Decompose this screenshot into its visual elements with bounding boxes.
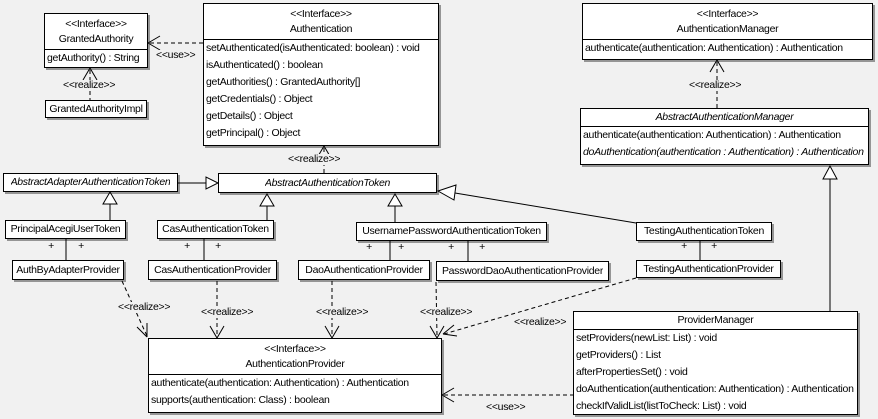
class-authentication: <<Interface>> Authentication setAuthenti… [203, 3, 439, 146]
methods-compartment: authenticate(authentication: Authenticat… [581, 127, 868, 161]
class-name: AbstractAuthenticationToken [264, 176, 391, 189]
generalize-arrow [822, 164, 838, 180]
generalize-arrow [205, 176, 220, 190]
association-plus: + [184, 240, 190, 252]
class-granted-authority-impl: GrantedAuthorityImpl [45, 100, 147, 118]
method: setProviders(newList: List) : void [576, 332, 717, 344]
method: supports(authentication: Class) : boolea… [151, 394, 330, 406]
class-name: Authentication [289, 23, 353, 35]
association-plus: + [448, 241, 454, 253]
association-plus: + [78, 240, 84, 252]
class-name: CasAuthenticationProvider [154, 263, 271, 276]
realize-label: <<realize>> [419, 306, 474, 318]
class-name: ProviderManager [574, 312, 857, 330]
method: isAuthenticated() : boolean [206, 59, 323, 71]
method: setAuthenticated(isAuthenticated: boolea… [206, 42, 420, 54]
class-name: AbstractAdapterAuthenticationToken [10, 176, 171, 188]
stereotype: <<Interface>> [65, 18, 127, 30]
class-name: GrantedAuthorityImpl [49, 102, 143, 115]
class-cas-authentication-provider: CasAuthenticationProvider [148, 260, 277, 280]
class-name: AuthByAdapterProvider [16, 263, 120, 276]
class-abstract-adapter-authentication-token: AbstractAdapterAuthenticationToken [3, 173, 178, 192]
stereotype: <<Interface>> [696, 8, 759, 20]
class-name: UsernamePasswordAuthenticationToken [362, 225, 541, 237]
use-label: <<use>> [485, 401, 527, 413]
class-testing-authentication-provider: TestingAuthenticationProvider [636, 260, 781, 278]
stereotype: <<Interface>> [290, 8, 352, 20]
association-plus: + [681, 240, 687, 252]
class-abstract-authentication-manager: AbstractAuthenticationManager authentica… [580, 108, 869, 165]
methods-compartment: authenticate(authentication: Authenticat… [583, 40, 872, 57]
class-authentication-provider: <<Interface>> AuthenticationProvider aut… [148, 338, 442, 413]
method: doAuthentication(authentication: Authent… [576, 383, 854, 395]
realize-label: <<realize>> [62, 79, 117, 91]
class-principal-acegi-user-token: PrincipalAcegiUserToken [5, 220, 126, 239]
association-plus: + [479, 241, 485, 253]
class-auth-by-adapter-provider: AuthByAdapterProvider [12, 260, 124, 280]
class-name: DaoAuthenticationProvider [305, 263, 423, 276]
class-name: AuthenticationProvider [245, 358, 345, 370]
class-header: <<Interface>> Authentication [204, 4, 438, 40]
method: checkIfValidList(listToCheck: List) : vo… [576, 400, 747, 412]
method-abstract: doAuthentication(authentication : Authen… [583, 146, 864, 158]
class-name: AuthenticationManager [676, 23, 779, 35]
methods-compartment: getAuthority() : String [45, 50, 147, 67]
stereotype: <<Interface>> [264, 343, 326, 355]
class-name: GrantedAuthority [58, 33, 134, 45]
class-password-dao-authentication-provider: PasswordDaoAuthenticationProvider [436, 261, 609, 281]
class-header: <<Interface>> AuthenticationProvider [149, 339, 441, 375]
generalize-arrow [259, 193, 275, 207]
realize-label: <<realize>> [315, 306, 370, 318]
method: afterPropertiesSet() : void [576, 366, 688, 378]
method: getPrincipal() : Object [206, 127, 301, 139]
class-name: CasAuthenticationToken [162, 223, 269, 235]
method: getCredentials() : Object [206, 93, 313, 105]
generalize-arrow [436, 184, 457, 201]
association-plus: + [215, 240, 221, 252]
methods-compartment: authenticate(authentication: Authenticat… [149, 375, 441, 409]
association-plus: + [711, 240, 717, 252]
class-username-password-authentication-token: UsernamePasswordAuthenticationToken [356, 222, 547, 241]
realize-label: <<realize>> [513, 316, 568, 328]
realize-label: <<realize>> [688, 79, 743, 91]
use-label: <<use>> [155, 49, 197, 61]
class-granted-authority: <<Interface>> GrantedAuthority getAuthor… [44, 13, 148, 68]
association-plus: + [366, 241, 372, 253]
class-header: <<Interface>> AuthenticationManager [583, 4, 872, 40]
association-plus: + [48, 240, 54, 252]
class-header: <<Interface>> GrantedAuthority [45, 14, 147, 50]
class-name: AbstractAuthenticationManager [581, 109, 868, 127]
class-authentication-manager: <<Interface>> AuthenticationManager auth… [582, 3, 873, 60]
method: getAuthority() : String [47, 52, 140, 64]
class-name: PasswordDaoAuthenticationProvider [441, 264, 604, 277]
class-dao-authentication-provider: DaoAuthenticationProvider [298, 260, 430, 280]
class-name: TestingAuthenticationToken [643, 225, 765, 237]
realize-label: <<realize>> [287, 153, 342, 165]
method: getProviders() : List [576, 349, 661, 361]
realize-label: <<realize>> [117, 301, 172, 313]
method: authenticate(authentication: Authenticat… [151, 377, 409, 389]
methods-compartment: setProviders(newList: List) : void getPr… [574, 330, 857, 415]
generalize-arrow [387, 193, 403, 207]
class-testing-authentication-token: TestingAuthenticationToken [636, 222, 772, 241]
class-cas-authentication-token: CasAuthenticationToken [157, 220, 274, 239]
method: authenticate(authentication: Authenticat… [583, 129, 841, 141]
methods-compartment: setAuthenticated(isAuthenticated: boolea… [204, 40, 438, 142]
realize-label: <<realize>> [200, 306, 255, 318]
class-abstract-authentication-token: AbstractAuthenticationToken [218, 173, 437, 193]
association-plus: + [398, 241, 404, 253]
method: getDetails() : Object [206, 110, 293, 122]
method: getAuthorities() : GrantedAuthority[] [206, 76, 361, 88]
generalize-arrow [102, 191, 118, 205]
class-provider-manager: ProviderManager setProviders(newList: Li… [573, 311, 858, 415]
method: authenticate(authentication: Authenticat… [585, 42, 843, 54]
class-name: TestingAuthenticationProvider [643, 262, 774, 275]
class-name: PrincipalAcegiUserToken [10, 223, 121, 235]
